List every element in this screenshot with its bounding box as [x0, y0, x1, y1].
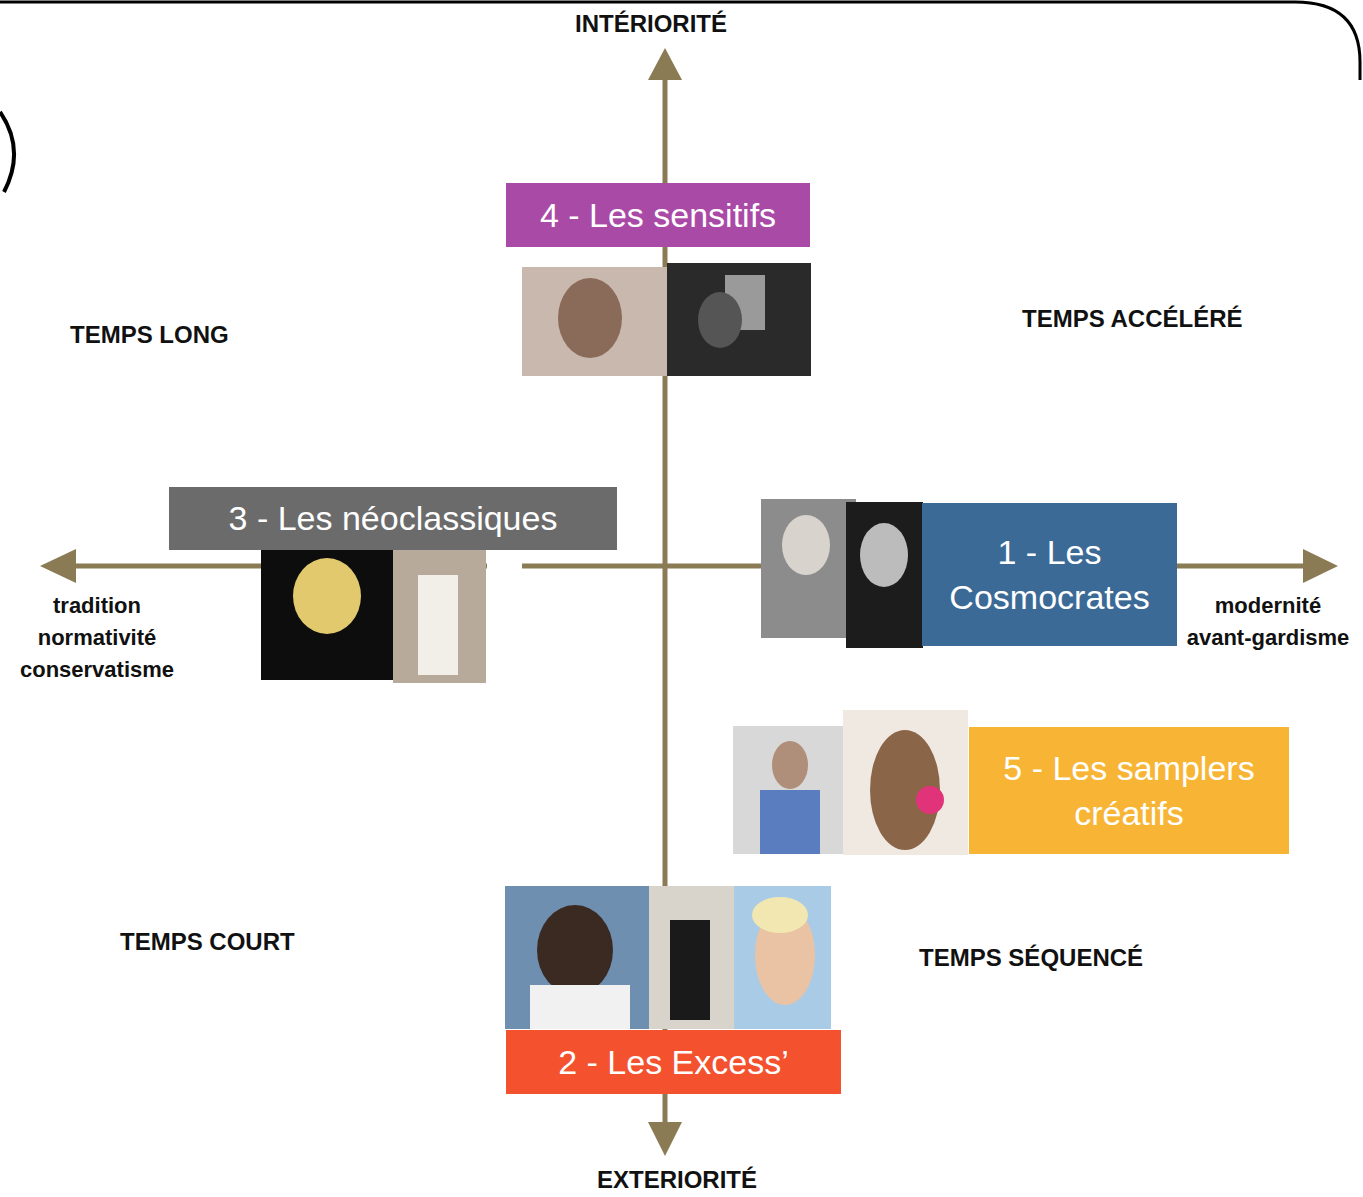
axis-arrowhead: [648, 1122, 682, 1156]
photo: [782, 515, 830, 575]
photo: [916, 786, 944, 814]
photo: [772, 741, 808, 789]
photo: [293, 558, 361, 634]
photo-group: [261, 263, 968, 1029]
photo: [649, 886, 734, 1029]
photo: [667, 263, 811, 376]
category-name: 5 - Les samplers créatifs: [983, 746, 1275, 836]
axis-arrowhead: [648, 48, 682, 80]
photo: [505, 886, 650, 1029]
axis-label: TEMPS ACCÉLÉRÉ: [1022, 305, 1242, 334]
category-box: 5 - Les samplers créatifs: [969, 727, 1289, 854]
axis-label: modernité avant-gardisme: [1187, 590, 1350, 654]
category-name: 1 - Les Cosmocrates: [936, 530, 1163, 620]
photo: [558, 278, 622, 358]
photo: [733, 726, 843, 854]
axis-label: tradition normativité conservatisme: [20, 590, 174, 686]
axis-label: TEMPS LONG: [70, 321, 229, 350]
photo: [530, 985, 630, 1029]
photo: [843, 710, 968, 855]
axis-label: TEMPS COURT: [120, 928, 295, 957]
category-name: 3 - Les néoclassiques: [229, 496, 558, 541]
photo: [670, 920, 710, 1020]
axis-label: TEMPS SÉQUENCÉ: [919, 944, 1143, 973]
photo: [537, 905, 613, 995]
axis-label: INTÉRIORITÉ: [575, 10, 727, 39]
category-name: 2 - Les Excess’: [558, 1040, 789, 1085]
photo: [760, 790, 820, 854]
photo: [761, 499, 856, 638]
category-box: 4 - Les sensitifs: [506, 183, 810, 247]
photo: [418, 575, 458, 675]
page-frame: [0, 112, 14, 192]
photo: [860, 523, 908, 587]
photo: [752, 897, 808, 933]
page-frame: [0, 2, 1360, 80]
category-box: 3 - Les néoclassiques: [169, 487, 617, 550]
photo: [261, 549, 393, 680]
photo: [734, 886, 831, 1029]
axis-arrowhead: [40, 549, 76, 583]
axis-label: EXTERIORITÉ: [597, 1166, 757, 1195]
axis-arrowhead: [1303, 549, 1338, 583]
photo: [846, 502, 923, 648]
photo: [522, 267, 667, 376]
category-box: 1 - Les Cosmocrates: [922, 503, 1177, 646]
category-box: 2 - Les Excess’: [506, 1030, 841, 1094]
photo: [698, 292, 742, 348]
photo: [393, 543, 486, 683]
category-name: 4 - Les sensitifs: [540, 193, 776, 238]
